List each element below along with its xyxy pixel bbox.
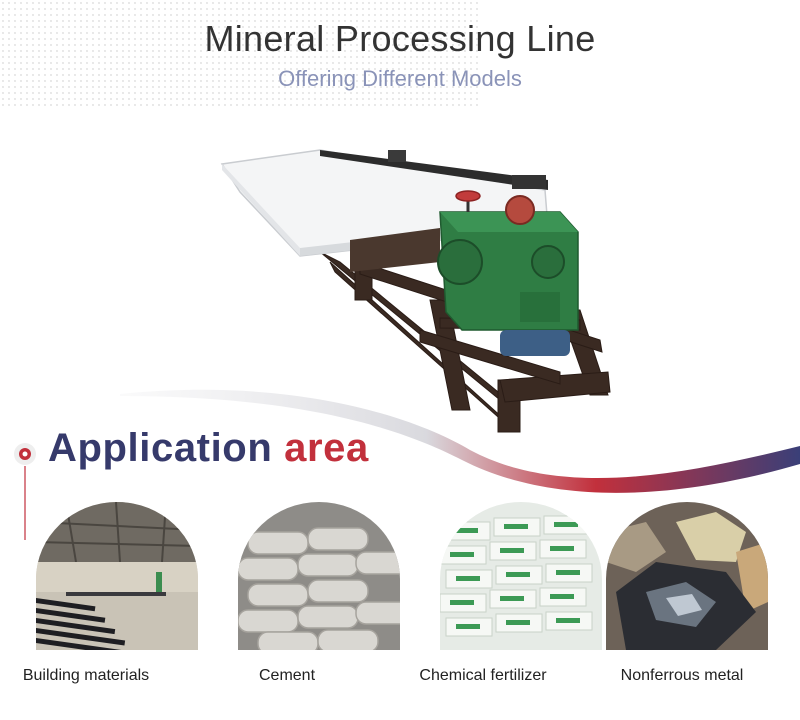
caption-nonferrous-metal: Nonferrous metal	[620, 667, 744, 684]
page-subtitle: Offering Different Models	[278, 66, 522, 91]
caption-cement: Cement	[258, 667, 316, 684]
caption-chemical-fertilizer: Chemical fertilizer	[419, 667, 547, 684]
caption-building-materials: Building materials	[22, 667, 150, 684]
nonferrous-metal-image	[606, 502, 768, 650]
cement-image	[238, 502, 400, 650]
building-materials-image	[36, 502, 198, 650]
page-title: Mineral Processing Line	[204, 18, 596, 59]
heading-part-2: area	[284, 426, 369, 470]
dotted-background-pattern	[0, 0, 480, 110]
application-area-heading: Application area	[48, 426, 369, 471]
chemical-fertilizer-image	[440, 502, 602, 650]
heading-part-1: Application	[48, 426, 273, 470]
location-pin-icon	[14, 443, 36, 540]
